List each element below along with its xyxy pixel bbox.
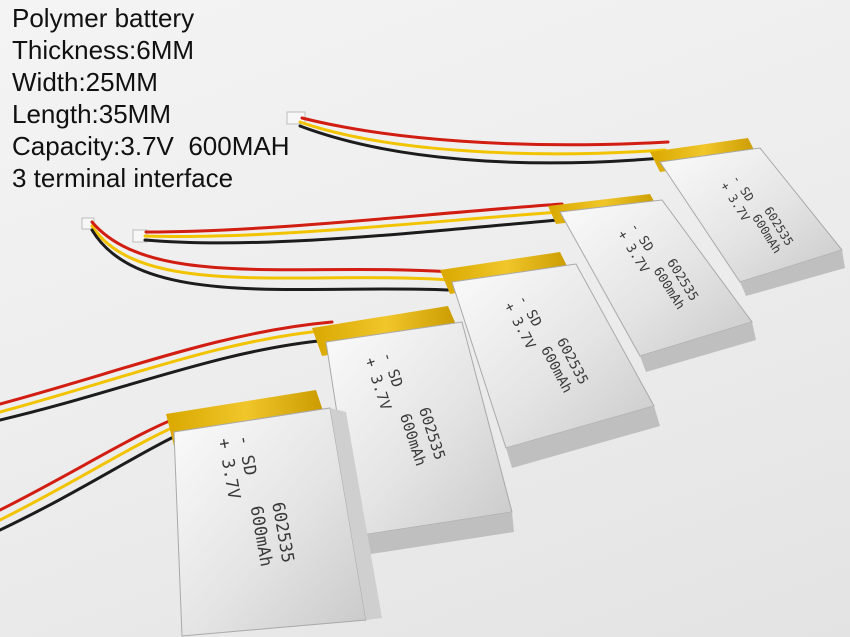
battery-cell: - SD + 3.7V 602535 600mAh — [440, 252, 660, 468]
wire-red — [0, 410, 194, 512]
wire-black — [0, 428, 190, 532]
battery-cell: - SD + 3.7V 602535 600mAh — [548, 194, 756, 372]
spec-width: Width:25MM — [12, 67, 158, 97]
wire-yellow — [298, 120, 667, 156]
wire-black — [90, 228, 450, 292]
wire-red — [144, 202, 564, 234]
wire-black — [298, 124, 664, 165]
wire-red — [300, 116, 670, 147]
wire-yellow — [0, 328, 332, 414]
wire-red — [90, 220, 454, 274]
spec-length: Length:35MM — [12, 99, 171, 129]
spec-thickness: Thickness:6MM — [12, 35, 195, 65]
battery-cell: - SD + 3.7V 602535 600mAh — [166, 390, 382, 637]
spec-capacity: Capacity:3.7V 600MAH — [12, 131, 290, 161]
wire-yellow — [143, 210, 562, 239]
wire-black — [0, 338, 330, 422]
lead-wires — [0, 116, 670, 532]
battery-cell: - SD + 3.7V 602535 600mAh — [650, 138, 845, 296]
spec-overlay: Polymer battery Thickness:6MM Width:25MM… — [12, 2, 289, 194]
spec-title: Polymer battery — [12, 3, 195, 33]
wire-black — [143, 218, 560, 245]
wire-yellow — [0, 418, 192, 522]
wire-red — [0, 320, 334, 406]
wire-yellow — [90, 224, 452, 282]
spec-interface: 3 terminal interface — [12, 163, 234, 193]
